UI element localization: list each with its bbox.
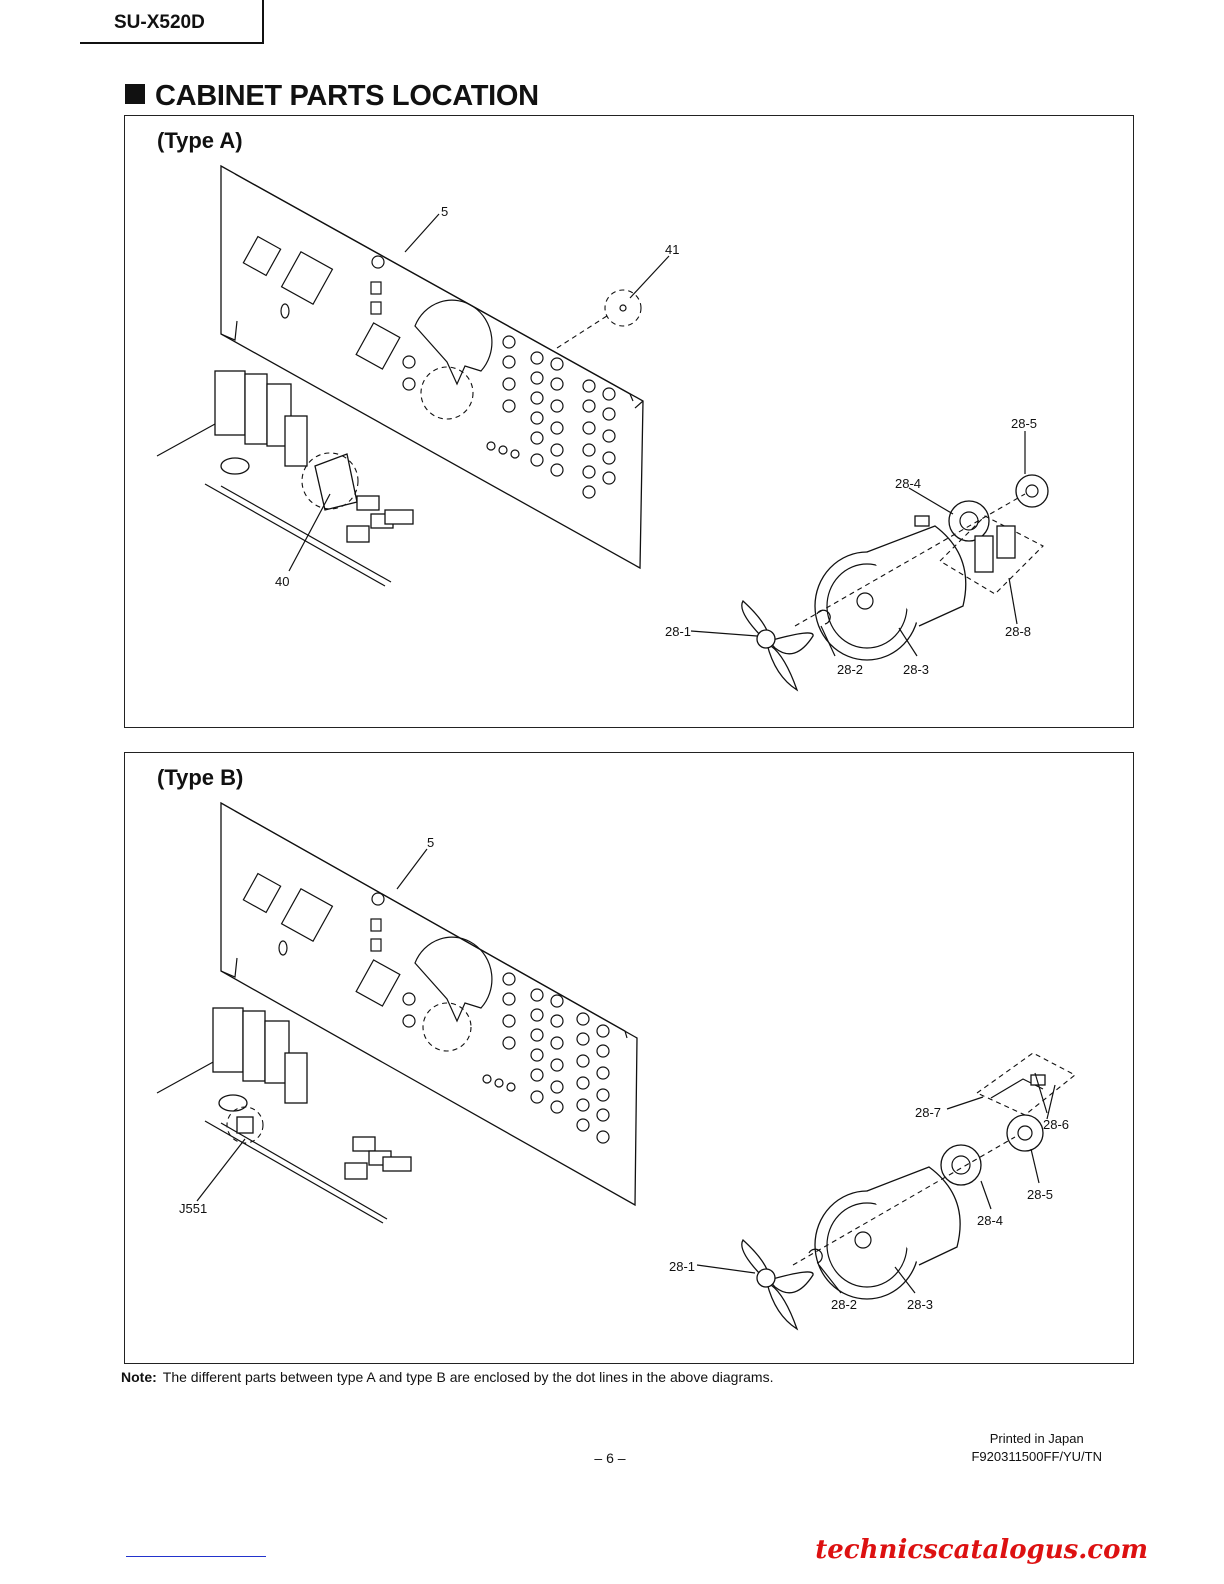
callout-28-1: 28-1 <box>669 1259 695 1274</box>
callout-28-1: 28-1 <box>665 624 691 639</box>
fan-assembly-drawing <box>742 475 1048 690</box>
callout-28-8: 28-8 <box>1005 624 1031 639</box>
document-code: F920311500FF/YU/TN <box>971 1448 1102 1466</box>
watermark-link[interactable]: technicscatalogus.com <box>815 1535 1148 1565</box>
callout-40: 40 <box>275 574 289 589</box>
model-number: SU-X520D <box>114 12 205 34</box>
callout-28-3: 28-3 <box>907 1297 933 1312</box>
callout-28-7: 28-7 <box>915 1105 941 1120</box>
fan-assembly-drawing <box>742 1053 1075 1329</box>
section-title: CABINET PARTS LOCATION <box>155 80 539 112</box>
note-prefix: Note: <box>121 1369 157 1385</box>
callout-28-2: 28-2 <box>831 1297 857 1312</box>
callout-28-5: 28-5 <box>1011 416 1037 431</box>
type-a-illustration: 5 41 40 28-5 28-4 28-1 28-2 28-3 28-8 <box>125 116 1133 727</box>
section-heading: CABINET PARTS LOCATION <box>125 80 539 113</box>
print-info: Printed in Japan F920311500FF/YU/TN <box>971 1430 1102 1466</box>
square-bullet-icon <box>125 84 145 104</box>
callout-28-4: 28-4 <box>895 476 921 491</box>
front-panel-drawing <box>221 166 643 568</box>
callout-j551: J551 <box>179 1201 207 1216</box>
model-tab: SU-X520D <box>80 0 264 44</box>
callout-5: 5 <box>427 835 434 850</box>
printed-in: Printed in Japan <box>971 1430 1102 1448</box>
page-number: – 6 – <box>580 1450 640 1466</box>
front-panel-drawing <box>221 803 637 1205</box>
note-text: The different parts between type A and t… <box>163 1369 774 1385</box>
type-b-illustration: 5 J551 28-7 28-6 28-5 28-4 28-1 28-2 28-… <box>125 753 1133 1363</box>
callout-41: 41 <box>665 242 679 257</box>
callout-28-4: 28-4 <box>977 1213 1003 1228</box>
diagram-type-b: (Type B) <box>124 752 1134 1364</box>
callout-5: 5 <box>441 204 448 219</box>
callout-28-2: 28-2 <box>837 662 863 677</box>
callout-28-6: 28-6 <box>1043 1117 1069 1132</box>
link-underline <box>126 1556 266 1557</box>
callout-28-3: 28-3 <box>903 662 929 677</box>
diagram-type-a: (Type A) <box>124 115 1134 728</box>
callout-28-5: 28-5 <box>1027 1187 1053 1202</box>
footnote: Note: The different parts between type A … <box>121 1369 773 1385</box>
